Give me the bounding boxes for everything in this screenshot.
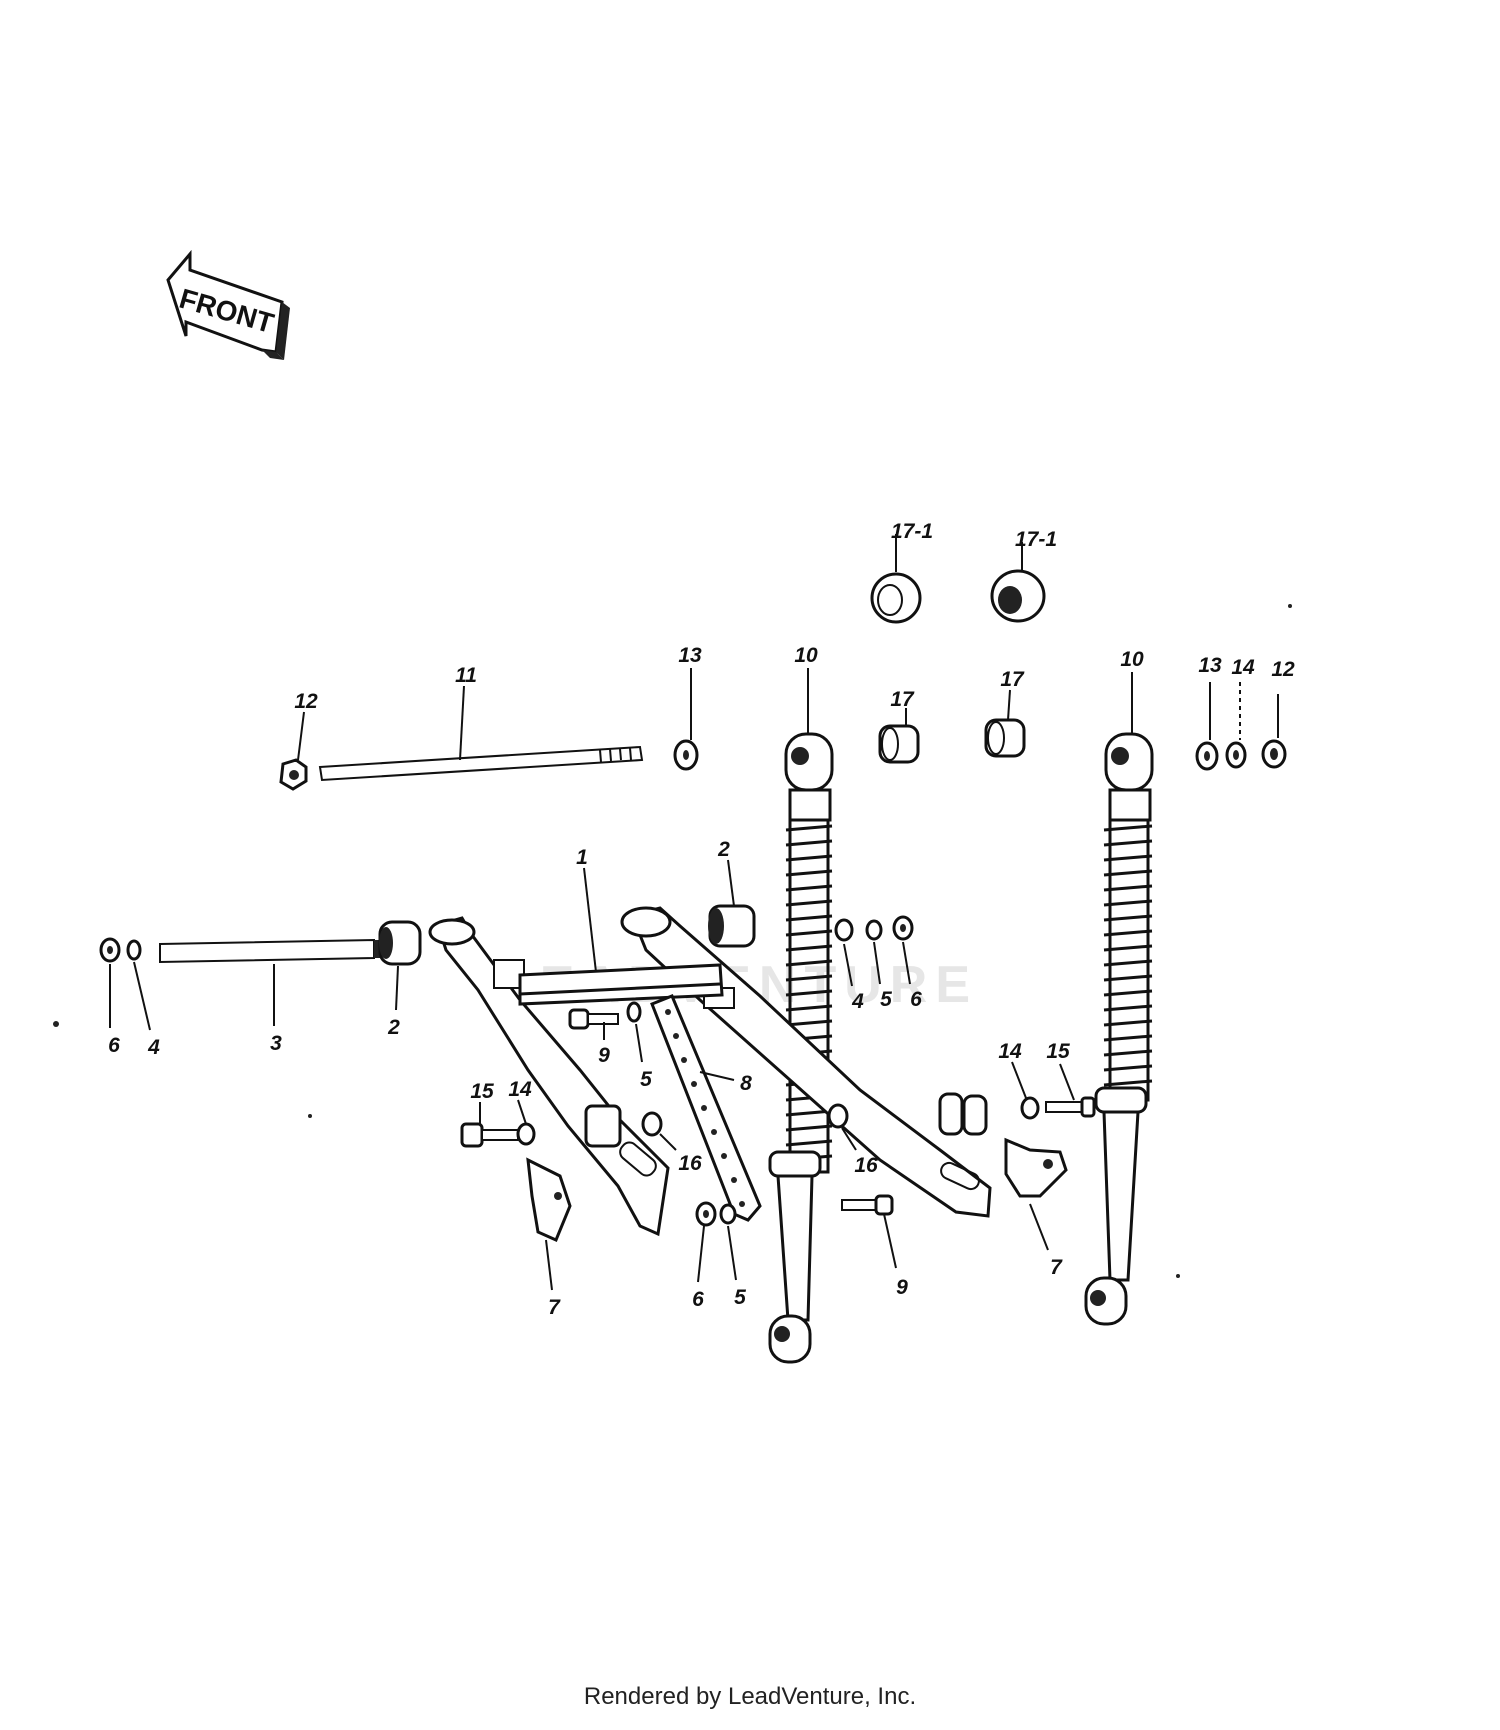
- callout-9-lower: 9: [896, 1276, 908, 1299]
- bushing-17-left-part: [878, 724, 920, 764]
- callout-13-left: 13: [678, 644, 702, 667]
- lock-washer-part: [626, 1001, 642, 1023]
- bolt-part: [460, 1122, 519, 1148]
- callout-17-1-left: 17-1: [891, 520, 933, 543]
- lock-washer-part: [865, 919, 883, 941]
- collar-part: [708, 904, 756, 948]
- callout-16-right: 16: [854, 1154, 878, 1177]
- callout-2-left: 2: [387, 1016, 400, 1039]
- bolt-part: [841, 1194, 894, 1216]
- callout-9-upper: 9: [598, 1044, 610, 1067]
- callout-1: 1: [576, 846, 588, 869]
- pivot-bolt-part: [159, 920, 422, 966]
- bushing-17-1-left-part: [870, 572, 922, 624]
- callout-7-left: 7: [548, 1296, 561, 1319]
- callout-4-right: 4: [851, 990, 864, 1013]
- shock-absorber-left-part: [768, 732, 834, 1364]
- lock-washer-part: [719, 1203, 737, 1225]
- callout-3: 3: [270, 1032, 282, 1055]
- callout-6-left: 6: [108, 1034, 120, 1057]
- washer-part: [126, 939, 142, 961]
- perforated-strap-part: [650, 994, 762, 1222]
- callout-4-left: 4: [147, 1036, 160, 1059]
- footer-credit: Rendered by LeadVenture, Inc.: [583, 1683, 917, 1710]
- leader-lines: [109, 534, 1279, 1291]
- callout-15-right: 15: [1046, 1040, 1070, 1063]
- callout-8: 8: [740, 1072, 752, 1095]
- front-arrow-icon: FRONT: [166, 249, 290, 360]
- frame-assembly-part: [428, 906, 992, 1237]
- bolt-part: [1045, 1096, 1096, 1118]
- callout-6-bottom: 6: [692, 1288, 704, 1311]
- callout-14-top-right: 14: [1231, 656, 1255, 679]
- callout-15-left: 15: [470, 1080, 494, 1103]
- callout-6-right: 6: [910, 988, 922, 1011]
- callout-12-right: 12: [1271, 658, 1295, 681]
- washer-part: [1020, 1096, 1040, 1120]
- callout-14-right: 14: [998, 1040, 1022, 1063]
- nut-part: [827, 1103, 849, 1129]
- nut-part: [641, 1111, 663, 1137]
- callout-5-mid: 5: [640, 1068, 652, 1091]
- callout-17-left: 17: [890, 688, 915, 711]
- bushing-17-1-right-part: [990, 569, 1046, 623]
- callout-10-right: 10: [1120, 648, 1144, 671]
- callout-10-left: 10: [794, 644, 818, 667]
- callout-2-right: 2: [717, 838, 730, 861]
- callout-7-right: 7: [1050, 1256, 1063, 1279]
- callout-17-right: 17: [1000, 668, 1025, 691]
- callout-13-right: 13: [1198, 654, 1222, 677]
- callout-12-left: 12: [294, 690, 318, 713]
- cover-plate-right-part: [1004, 1137, 1068, 1198]
- callout-16-left: 16: [678, 1152, 702, 1175]
- callout-5-right: 5: [880, 988, 892, 1011]
- callout-11: 11: [455, 664, 477, 687]
- shock-absorber-right-part: [1084, 732, 1154, 1326]
- washer-part: [834, 918, 854, 942]
- callout-5-bottom: 5: [734, 1286, 746, 1309]
- callout-14-left: 14: [508, 1078, 532, 1101]
- washer-part: [516, 1122, 536, 1146]
- shock-mount-bolt-part: [279, 745, 644, 791]
- bushing-17-right-part: [984, 718, 1026, 758]
- cover-plate-left-part: [526, 1157, 572, 1242]
- callout-17-1-right: 17-1: [1015, 528, 1057, 551]
